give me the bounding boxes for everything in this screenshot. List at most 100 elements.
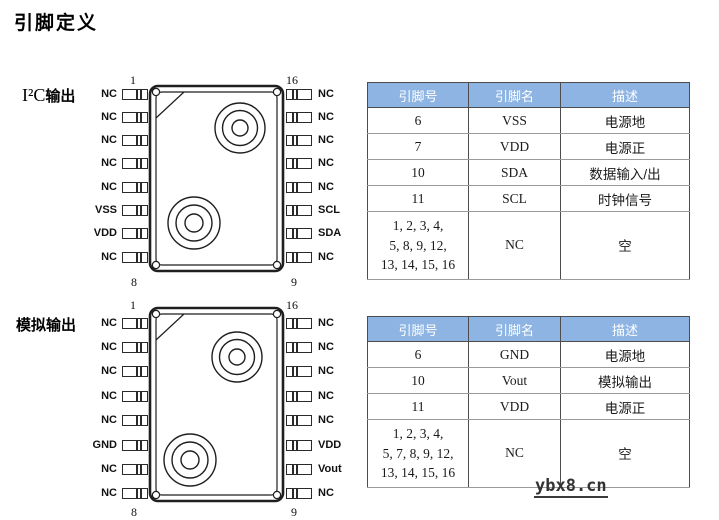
pin-row-left-7: NC bbox=[50, 463, 148, 475]
table-cell: 7 bbox=[367, 133, 469, 160]
pin-lead-icon bbox=[122, 135, 148, 147]
column-header: 描述 bbox=[560, 316, 690, 342]
chip-package bbox=[148, 306, 285, 503]
table-cell: GND bbox=[468, 341, 561, 368]
table-header-row: 引脚号引脚名描述 bbox=[367, 82, 690, 108]
table-header-row: 引脚号引脚名描述 bbox=[367, 316, 690, 342]
pin-label: NC bbox=[101, 340, 117, 353]
pin-label: NC bbox=[101, 110, 117, 123]
table-cell: 10 bbox=[367, 159, 469, 186]
column-header: 引脚号 bbox=[367, 316, 469, 342]
pin-label: NC bbox=[318, 340, 334, 353]
pin-row-right-15: NC bbox=[286, 341, 334, 353]
pin-row-left-1: NC bbox=[50, 317, 148, 329]
pin-row-right-14: NC bbox=[286, 135, 334, 147]
pin1-chamfer-mark bbox=[155, 91, 185, 119]
sensor-port-bottom bbox=[167, 196, 221, 250]
table-cell: 11 bbox=[367, 185, 469, 212]
pin-row-right-13: NC bbox=[286, 158, 334, 170]
table-cell: 电源正 bbox=[560, 133, 690, 160]
pin-label: Vout bbox=[318, 462, 342, 475]
pin-lead-icon bbox=[122, 88, 148, 100]
pin-label: SCL bbox=[318, 204, 340, 216]
pin-lead-icon bbox=[286, 88, 312, 100]
pin-lead-icon bbox=[286, 181, 312, 193]
column-header: 引脚名 bbox=[468, 82, 561, 108]
pin-lead-icon bbox=[286, 488, 312, 500]
pin-lead-icon bbox=[122, 415, 148, 427]
page-title: 引脚定义 bbox=[14, 13, 99, 34]
pin-label: VDD bbox=[318, 438, 342, 451]
table-cell: 空 bbox=[560, 211, 690, 280]
pin-label: NC bbox=[101, 134, 117, 147]
pin-label: NC bbox=[101, 250, 117, 263]
pin-label: NC bbox=[101, 487, 117, 500]
pin-row-right-13: NC bbox=[286, 390, 334, 402]
pin-lead-icon bbox=[122, 205, 148, 216]
pin-label: NC bbox=[318, 389, 334, 402]
pin-row-right-10: Vout bbox=[286, 463, 342, 475]
corner-screw-icons bbox=[151, 87, 282, 270]
pin-row-left-5: NC bbox=[50, 181, 148, 193]
pin-label: VSS bbox=[94, 204, 117, 216]
pin-lead-icon bbox=[122, 181, 148, 193]
pin-row-right-11: VDD bbox=[286, 439, 341, 451]
pin-lead-icon bbox=[122, 251, 148, 263]
pin-label: NC bbox=[101, 414, 117, 427]
pin-lead-icon bbox=[122, 111, 148, 123]
chip-package-drawing bbox=[148, 306, 285, 503]
table-cell: 10 bbox=[367, 367, 469, 394]
pin-label: NC bbox=[318, 110, 334, 123]
chip-package bbox=[148, 84, 285, 273]
pin-label: NC bbox=[318, 316, 334, 329]
pin-lead-icon bbox=[122, 366, 148, 378]
table-cell: 电源地 bbox=[560, 341, 690, 368]
pin-lead-icon bbox=[286, 111, 312, 123]
pin-label: NC bbox=[318, 180, 334, 193]
table-cell: 空 bbox=[560, 419, 690, 488]
pin-lead-icon bbox=[286, 317, 312, 329]
pin-label: NC bbox=[318, 250, 334, 263]
pin-row-left-2: NC bbox=[50, 341, 148, 353]
pin-lead-icon bbox=[286, 251, 312, 263]
pin-row-left-3: NC bbox=[50, 366, 148, 378]
pin-lead-icon bbox=[122, 317, 148, 329]
column-header: 引脚号 bbox=[367, 82, 469, 108]
pin-label: NC bbox=[318, 157, 334, 170]
pin-label: NC bbox=[101, 316, 117, 329]
pin-label: SDA bbox=[318, 227, 342, 240]
pin-row-right-12: NC bbox=[286, 415, 334, 427]
pin-lead-icon bbox=[122, 488, 148, 500]
pin-row-right-15: NC bbox=[286, 111, 334, 123]
diagram-label-prefix: I²C bbox=[22, 85, 46, 105]
diagram-label-text: 输出 bbox=[45, 88, 76, 105]
pin-row-right-9: NC bbox=[286, 488, 334, 500]
pin-lead-icon bbox=[286, 366, 312, 378]
chip-package-drawing bbox=[148, 84, 285, 273]
corner-screw-icons bbox=[151, 309, 282, 500]
pin-row-right-14: NC bbox=[286, 366, 334, 378]
pin-row-right-11: SCL bbox=[286, 205, 340, 217]
diagram-label-i2c: I²C输出 bbox=[22, 85, 75, 106]
pin-lead-icon bbox=[286, 228, 312, 240]
pin-label: NC bbox=[101, 87, 117, 100]
pin-label: NC bbox=[101, 157, 117, 170]
table-cell: 时钟信号 bbox=[560, 185, 690, 212]
pin-label: NC bbox=[318, 487, 334, 500]
pin1-chamfer-mark bbox=[155, 313, 185, 341]
table-cell: NC bbox=[468, 419, 561, 488]
pin-number-8: 8 bbox=[131, 275, 137, 289]
pin-label: NC bbox=[318, 365, 334, 378]
table-cell: 数据输入/出 bbox=[560, 159, 690, 186]
